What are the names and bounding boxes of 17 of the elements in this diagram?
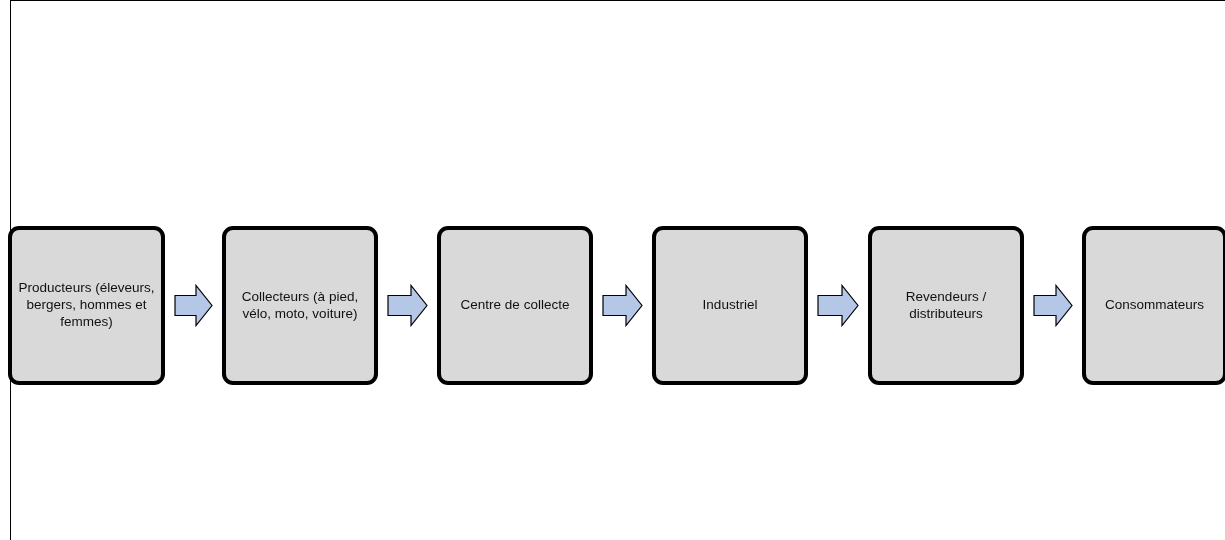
block-arrow xyxy=(387,283,428,328)
block-arrow xyxy=(817,283,859,328)
process-box xyxy=(437,226,593,385)
box-label: Consommateurs xyxy=(1104,297,1204,314)
process-box xyxy=(222,226,378,385)
box-label: Collecteurs (à pied, vélo, moto, voiture) xyxy=(240,288,360,323)
box-label: Centre de collecte xyxy=(460,297,570,314)
box-label: Producteurs (éleveurs, bergers, hommes et femmes) xyxy=(18,280,155,331)
process-box xyxy=(8,226,165,385)
process-box xyxy=(652,226,808,385)
process-box xyxy=(1082,226,1225,385)
box-label: Industriel xyxy=(702,297,758,314)
process-box xyxy=(868,226,1024,385)
box-label: Revendeurs / distributeurs xyxy=(904,288,988,323)
block-arrow xyxy=(174,283,213,328)
block-arrow xyxy=(602,283,643,328)
block-arrow xyxy=(1033,283,1073,328)
